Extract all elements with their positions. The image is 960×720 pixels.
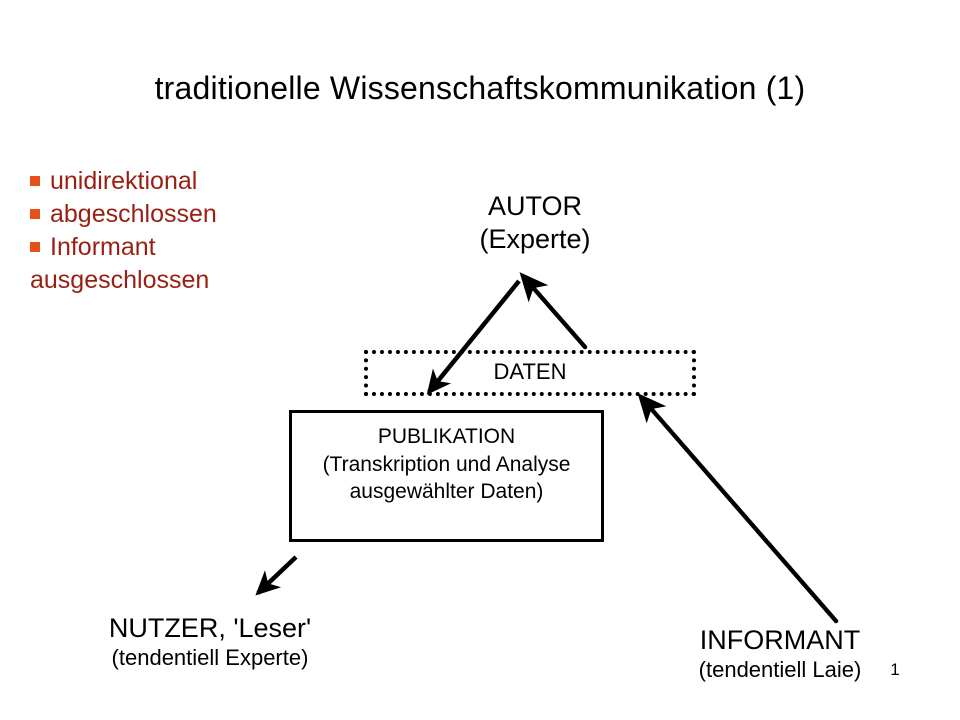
node-autor: AUTOR (Experte): [420, 190, 650, 256]
node-informant: INFORMANT (tendentiell Laie): [640, 624, 920, 684]
list-item: Informant: [30, 231, 305, 264]
list-item: unidirektional: [30, 165, 305, 198]
page-title: traditionelle Wissenschaftskommunikation…: [154, 70, 806, 106]
bullet-list: unidirektional abgeschlossen Informant a…: [30, 165, 305, 297]
node-publikation-line1: PUBLIKATION: [377, 425, 516, 448]
node-nutzer-line2: (tendentiell Experte): [111, 644, 309, 670]
node-daten-label: DATEN: [493, 359, 567, 384]
bullet-square-icon: [30, 209, 40, 219]
node-nutzer: NUTZER, 'Leser' (tendentiell Experte): [50, 612, 370, 672]
node-informant-line2: (tendentiell Laie): [698, 656, 862, 682]
list-item: abgeschlossen: [30, 198, 305, 231]
arrow-daten-to-autor: [519, 272, 588, 350]
node-publikation-line2: (Transkription und Analyse: [322, 452, 571, 476]
arrow-informant-to-daten: [637, 393, 839, 624]
node-autor-line1: AUTOR: [487, 191, 582, 221]
node-publikation-box: PUBLIKATION (Transkription und Analyse a…: [289, 410, 604, 542]
bullet-continuation-label: ausgeschlossen: [30, 266, 210, 294]
bullet-label: Informant: [50, 233, 156, 261]
bullet-square-icon: [30, 176, 40, 186]
arrow-publikation-to-nutzer: [255, 555, 298, 596]
node-nutzer-line1: NUTZER, 'Leser': [108, 613, 312, 643]
node-daten-box: DATEN: [364, 350, 696, 396]
slide-number: 1: [890, 660, 900, 679]
node-publikation-line3: ausgewählter Daten): [349, 480, 544, 504]
bullet-label: abgeschlossen: [50, 200, 217, 228]
node-informant-line1: INFORMANT: [699, 625, 861, 655]
node-autor-line2: (Experte): [479, 223, 591, 254]
bullet-label: unidirektional: [50, 167, 198, 195]
bullet-square-icon: [30, 242, 40, 252]
